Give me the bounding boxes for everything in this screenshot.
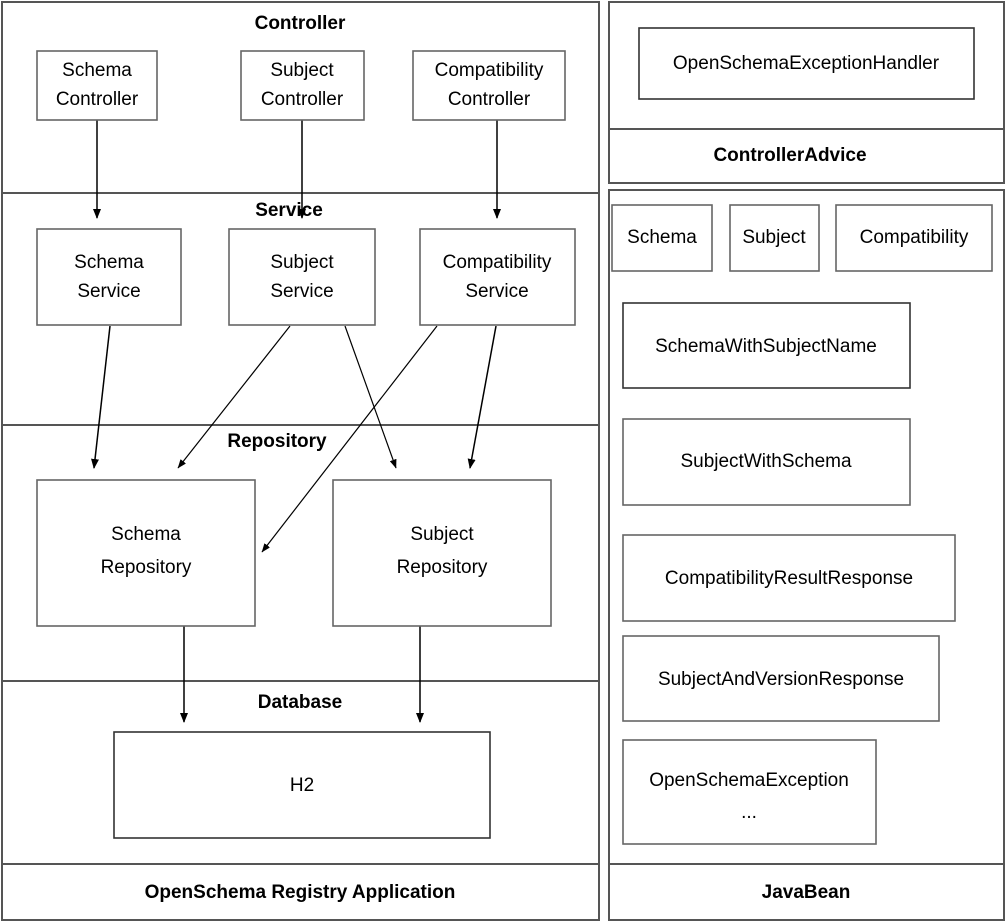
edge-compatibility-service-to-subject-repository <box>467 325 497 469</box>
node-compatibility-service-line1: Compatibility <box>443 252 552 273</box>
node-compatibility-service-line2: Service <box>465 281 528 302</box>
node-compatibility-controller[interactable]: Compatibility Controller <box>412 50 566 121</box>
controller-advice-panel-title: ControllerAdvice <box>713 145 866 166</box>
node-bean-schema-with-subject-name-label: SchemaWithSubjectName <box>655 336 877 357</box>
node-bean-subject-and-version-response-label: SubjectAndVersionResponse <box>658 669 904 690</box>
layer-title-database: Database <box>258 692 343 713</box>
edge-subject-service-to-subject-repository <box>344 325 397 469</box>
node-subject-repository-line2: Repository <box>397 557 488 578</box>
layer-title-service: Service <box>255 200 323 221</box>
edge-compatibility-service-to-schema-repository <box>261 325 438 553</box>
javabean-panel-title: JavaBean <box>762 882 851 903</box>
node-subject-service-line1: Subject <box>270 252 334 273</box>
node-compatibility-controller-line1: Compatibility <box>435 60 544 81</box>
left-panel-title: OpenSchema Registry Application <box>145 882 456 903</box>
node-subject-service-line2: Service <box>270 281 333 302</box>
node-bean-compatibility-result-response-label: CompatibilityResultResponse <box>665 568 913 589</box>
node-bean-subject-label: Subject <box>742 227 806 248</box>
node-bean-subject-with-schema-label: SubjectWithSchema <box>680 451 852 472</box>
node-bean-schema[interactable]: Schema <box>611 204 713 272</box>
node-bean-schema-with-subject-name[interactable]: SchemaWithSubjectName <box>622 302 911 389</box>
node-schema-controller-line1: Schema <box>62 60 132 81</box>
node-bean-subject-and-version-response[interactable]: SubjectAndVersionResponse <box>622 635 940 722</box>
node-bean-open-schema-exception[interactable]: OpenSchemaException ... <box>622 739 877 845</box>
node-bean-compatibility[interactable]: Compatibility <box>835 204 993 272</box>
node-schema-controller[interactable]: Schema Controller <box>36 50 158 121</box>
node-schema-repository-line2: Repository <box>101 557 192 578</box>
node-open-schema-exception-handler-label: OpenSchemaExceptionHandler <box>673 53 940 74</box>
node-bean-compatibility-result-response[interactable]: CompatibilityResultResponse <box>622 534 956 622</box>
node-schema-service-line1: Schema <box>74 252 144 273</box>
node-bean-subject-with-schema[interactable]: SubjectWithSchema <box>622 418 911 506</box>
node-bean-subject[interactable]: Subject <box>729 204 820 272</box>
node-compatibility-service[interactable]: Compatibility Service <box>419 228 576 326</box>
node-subject-controller-line1: Subject <box>270 60 334 81</box>
node-schema-controller-line2: Controller <box>56 89 139 110</box>
node-subject-controller-line2: Controller <box>261 89 344 110</box>
node-bean-open-schema-exception-line2: ... <box>741 802 757 823</box>
node-schema-repository-line1: Schema <box>111 524 181 545</box>
node-schema-service[interactable]: Schema Service <box>36 228 182 326</box>
layer-title-controller: Controller <box>255 13 346 34</box>
node-bean-compatibility-label: Compatibility <box>860 227 969 248</box>
edge-schema-service-to-schema-repository <box>91 325 111 469</box>
layer-title-repository: Repository <box>227 431 327 452</box>
node-compatibility-controller-line2: Controller <box>448 89 531 110</box>
node-schema-service-line2: Service <box>77 281 140 302</box>
node-h2-database-label: H2 <box>290 775 314 796</box>
node-bean-schema-label: Schema <box>627 227 697 248</box>
node-bean-open-schema-exception-line1: OpenSchemaException <box>649 770 849 791</box>
node-subject-repository[interactable]: Subject Repository <box>332 479 552 627</box>
edge-subject-service-to-schema-repository <box>177 325 291 469</box>
node-subject-repository-line1: Subject <box>410 524 474 545</box>
node-h2-database[interactable]: H2 <box>113 731 491 839</box>
node-open-schema-exception-handler[interactable]: OpenSchemaExceptionHandler <box>638 27 975 100</box>
node-schema-repository[interactable]: Schema Repository <box>36 479 256 627</box>
node-subject-service[interactable]: Subject Service <box>228 228 376 326</box>
node-subject-controller[interactable]: Subject Controller <box>240 50 365 121</box>
